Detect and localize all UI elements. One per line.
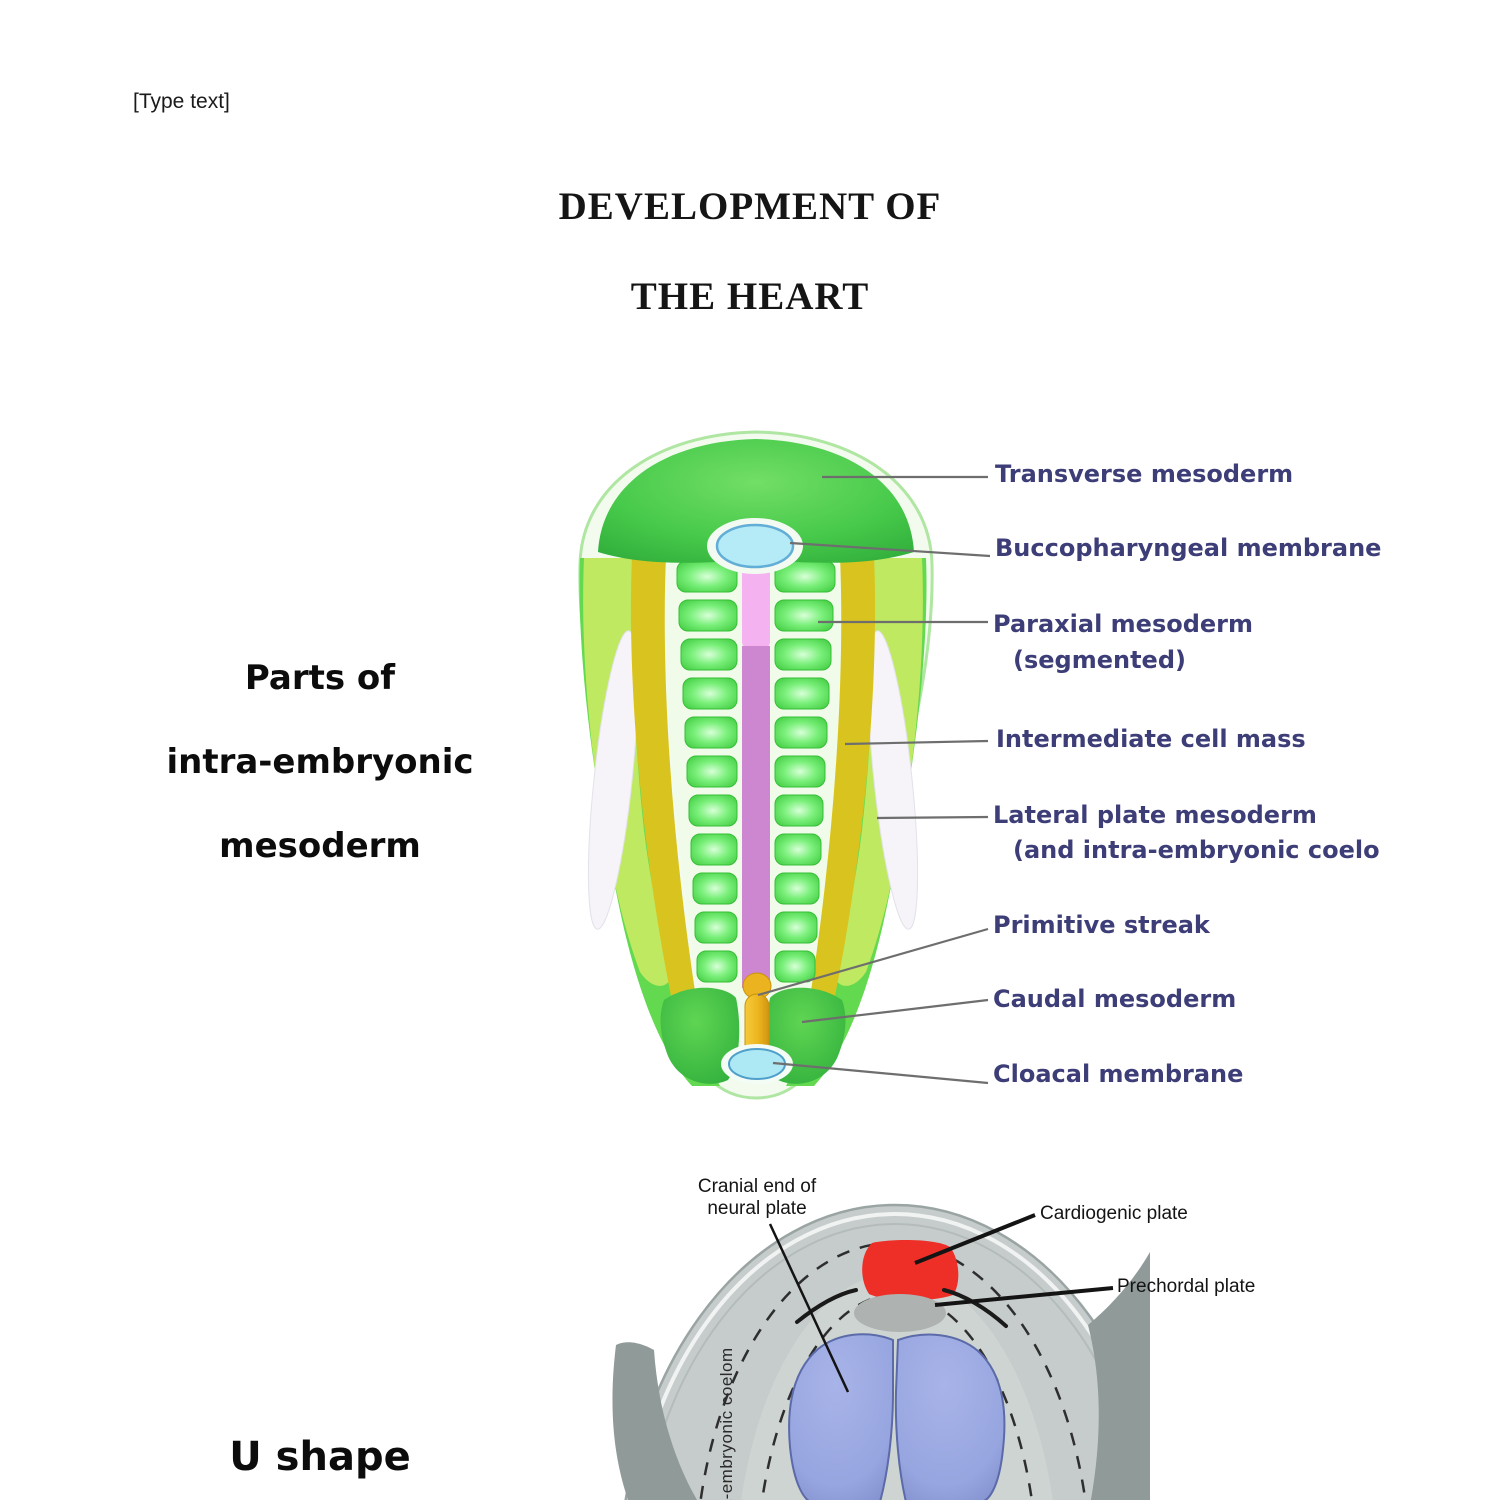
coelom-oval-left: [587, 630, 639, 930]
disc-shadow-right: [1088, 1252, 1150, 1500]
caption-parts-of-mesoderm: Parts of intra-embryonic mesoderm: [95, 636, 545, 888]
neural-plate-left-lobe: [788, 1333, 894, 1500]
label-cloacal-membrane: Cloacal membrane: [993, 1060, 1244, 1088]
page-title-line1: DEVELOPMENT OF: [558, 185, 942, 228]
disc-rim-inner-line: [643, 1223, 1147, 1500]
prechordal-plate-shape: [854, 1294, 946, 1332]
neural-stripe-dark: [742, 646, 770, 988]
intermediate-band-left: [630, 556, 702, 1035]
label-cardiogenic-plate: Cardiogenic plate: [1040, 1203, 1188, 1224]
label-cranial-end: Cranial end of neural plate: [682, 1176, 832, 1220]
label-prechordal-plate: Prechordal plate: [1117, 1276, 1256, 1297]
label-intra-embryonic-coelom: intra-embryonic coelom: [717, 1347, 736, 1500]
caption1-line1: Parts of: [244, 658, 396, 698]
diagram2-leader-lines: [768, 1213, 1114, 1393]
coelom-oval-right: [867, 630, 919, 930]
neural-stripe-light: [742, 556, 770, 648]
label-intermediate-cell-mass: Intermediate cell mass: [996, 725, 1306, 753]
buccopharyngeal-membrane: [715, 523, 795, 569]
label-lateral-plate-sub: (and intra-embryonic coelo: [1013, 836, 1380, 864]
label-primitive-streak: Primitive streak: [993, 911, 1210, 939]
disc-rim-highlight: [632, 1212, 1150, 1500]
somite-segments-right: [774, 560, 836, 983]
caption1-line2: intra-embryonic: [166, 742, 474, 782]
label-cranial-line2: neural plate: [707, 1198, 807, 1219]
neural-plate-right-lobe: [894, 1333, 1006, 1500]
label-caudal-mesoderm: Caudal mesoderm: [993, 985, 1237, 1013]
caption-u-shape: U shape: [229, 1434, 411, 1480]
somite-segments-left: [676, 560, 738, 983]
label-lateral-plate-mesoderm: Lateral plate mesoderm: [993, 801, 1317, 829]
embryo-mesoderm-diagram: [578, 430, 991, 1100]
intermediate-band-right: [804, 556, 876, 1035]
label-buccopharyngeal-membrane: Buccopharyngeal membrane: [995, 534, 1382, 562]
label-paraxial-mesoderm: Paraxial mesoderm: [993, 610, 1254, 638]
label-cranial-line1: Cranial end of: [697, 1176, 817, 1197]
label-transverse-mesoderm: Transverse mesoderm: [995, 460, 1294, 488]
label-paraxial-segmented: (segmented): [1013, 646, 1186, 674]
disc-shadow-left: [612, 1342, 698, 1500]
header-note: [Type text]: [133, 90, 230, 113]
transverse-mesoderm-dome: [598, 439, 914, 563]
embryonic-disc-diagram: intra-embryonic coelom: [612, 1203, 1150, 1500]
diagram1-leader-lines: [757, 475, 991, 1085]
page-title-line2: THE HEART: [630, 275, 870, 318]
caption1-line3: mesoderm: [219, 826, 421, 866]
caudal-mesoderm-left: [660, 987, 740, 1084]
